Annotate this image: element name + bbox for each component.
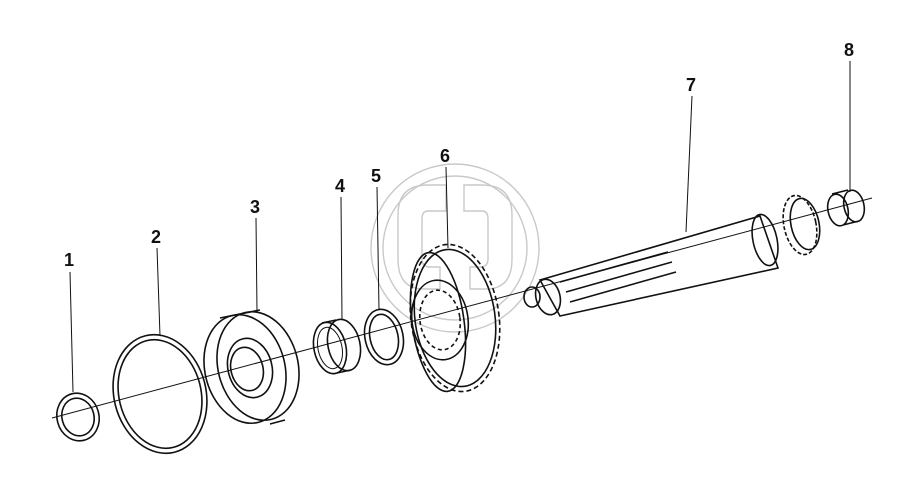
part-label-6: 6	[440, 146, 450, 166]
circlip-part	[112, 333, 208, 455]
part-label-4: 4	[335, 176, 345, 196]
thrust-ring-part	[363, 308, 405, 366]
bearing-part	[203, 309, 300, 425]
snap-ring-part	[55, 392, 101, 442]
part-label-1: 1	[64, 250, 74, 270]
leader-lines	[69, 61, 851, 393]
logo-watermark-icon	[370, 163, 540, 333]
part-label-7: 7	[686, 75, 696, 95]
part-label-2: 2	[151, 227, 161, 247]
small-bushing-part	[826, 189, 866, 227]
part-label-3: 3	[250, 197, 260, 217]
bushing-part	[312, 318, 362, 375]
part-label-8: 8	[844, 40, 854, 60]
part-label-5: 5	[371, 166, 381, 186]
shaft-part	[523, 194, 821, 317]
gear-part	[409, 243, 501, 393]
